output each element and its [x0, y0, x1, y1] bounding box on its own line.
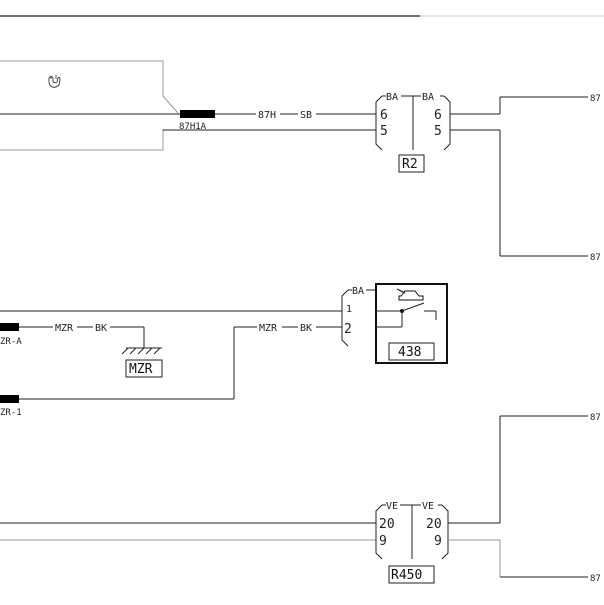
switch-pin-1: 1 — [346, 304, 352, 315]
connector-label-zr-a: ZR-A — [0, 337, 22, 347]
right-label-bottom-1: 87 — [590, 413, 601, 423]
r2-label: R2 — [402, 157, 418, 172]
r450-label: R450 — [391, 568, 422, 583]
switch-outer-box — [375, 283, 448, 364]
relay-r450: VE VE 20 9 20 9 R450 — [375, 501, 449, 584]
r2-left-bracket — [375, 95, 383, 151]
right-label-bottom-2: 87 — [590, 574, 601, 584]
connector-zr-1 — [0, 395, 19, 403]
switch-connector-color: BA — [352, 286, 364, 297]
connector-label-87h1a: 87H1A — [179, 122, 207, 132]
switch-pin-2: 2 — [344, 322, 352, 337]
switch-label: 438 — [398, 345, 421, 360]
r2-color-left: BA — [386, 92, 398, 103]
r450-pin-left-top: 20 — [379, 517, 395, 532]
connector-label-zr-1: ZR-1 — [0, 408, 22, 418]
switch-connector-bracket — [341, 289, 349, 347]
door-switch-438: 438 — [375, 283, 448, 364]
wire-label-bk-1: BK — [95, 323, 107, 334]
wire-label-sb: SB — [300, 110, 312, 121]
wire-label-bk-2: BK — [300, 323, 312, 334]
wire-label-mzr-2: MZR — [259, 323, 278, 334]
r2-pin-right-bottom: 5 — [434, 124, 442, 139]
r450-pin-right-top: 20 — [426, 517, 442, 532]
switch-contact — [401, 302, 425, 312]
r2-pin-left-top: 6 — [380, 108, 388, 123]
housing-outline-top — [0, 60, 179, 114]
r450-label-box — [388, 565, 435, 584]
r450-color-left: VE — [386, 501, 398, 512]
r450-pin-left-bottom: 9 — [379, 534, 387, 549]
connector-87h1a — [180, 110, 215, 118]
r450-right-bracket — [441, 504, 449, 560]
relay-r2: BA BA 6 5 6 5 R2 — [375, 92, 451, 173]
switch-label-box — [388, 342, 435, 361]
wire-label-87h: 87H — [258, 110, 276, 121]
hand-icon — [48, 75, 61, 88]
bottom-section: VE VE 20 9 20 9 R450 87 87 — [0, 413, 601, 584]
ground-label: MZR — [129, 362, 153, 377]
r2-right-bracket — [443, 95, 451, 151]
ground-icon — [121, 347, 162, 355]
right-label-top-1: 87 — [590, 94, 601, 104]
ground-label-box — [125, 359, 163, 378]
wire-label-mzr-1: MZR — [55, 323, 74, 334]
r2-pin-left-bottom: 5 — [380, 124, 388, 139]
r2-label-box — [398, 154, 425, 173]
r2-pin-right-top: 6 — [434, 108, 442, 123]
top-section: 87H1A 87H SB BA BA 6 5 6 5 R2 87 — [0, 60, 601, 263]
middle-section: ZR-A MZR BK MZR MZR BK ZR-1 BA — [0, 283, 448, 418]
connector-zr-a — [0, 323, 19, 331]
r450-left-bracket — [375, 504, 383, 560]
r450-pin-right-bottom: 9 — [434, 534, 442, 549]
right-label-top-2: 87 — [590, 253, 601, 263]
r450-color-right: VE — [422, 501, 434, 512]
housing-outline-bottom — [0, 129, 164, 151]
door-switch-icon — [396, 288, 424, 301]
r2-color-right: BA — [422, 92, 434, 103]
